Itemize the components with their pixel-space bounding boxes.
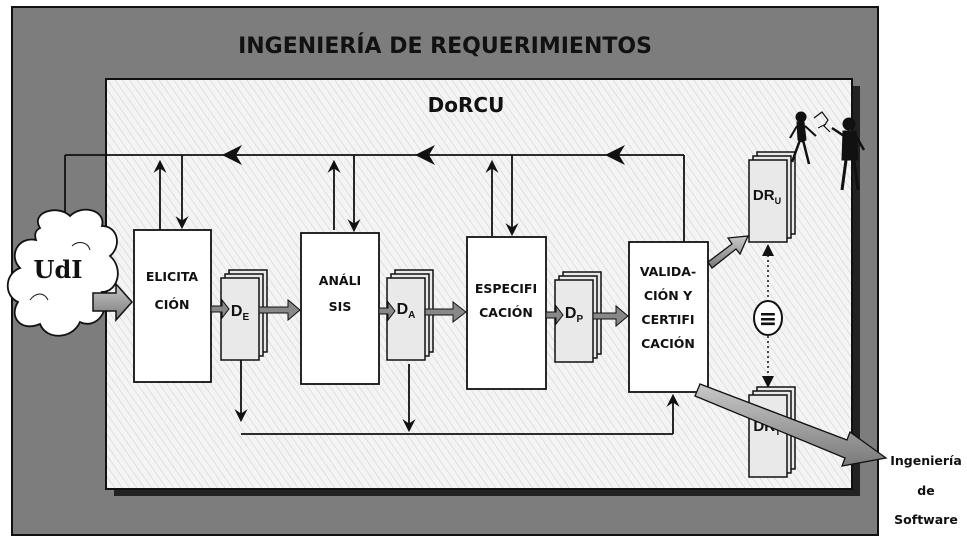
process-analisis: ANÁLI SIS	[300, 232, 380, 385]
doc-sub: T	[775, 427, 781, 437]
process-label: VALIDA-	[640, 264, 696, 279]
svg-text:DRU: DRU	[753, 187, 781, 206]
document-dru: DRU	[748, 151, 796, 243]
document-de: DE	[220, 269, 268, 361]
process-label: ESPECIFI	[475, 281, 537, 296]
output-arrow-dru	[707, 235, 750, 269]
process-label: CACIÓN	[479, 305, 533, 320]
equivalence-symbol: ≡	[759, 307, 777, 332]
doc-sub: A	[408, 310, 415, 321]
document-drt: DRT	[748, 386, 796, 478]
users-figure	[789, 111, 866, 191]
output-label-line: Ingeniería	[890, 453, 962, 468]
doc-main: D	[565, 305, 577, 322]
bottom-feedback-bus	[234, 355, 680, 435]
process-label: CIÓN	[155, 297, 190, 312]
process-label: CIÓN Y	[644, 288, 693, 303]
process-especificacion: ESPECIFI CACIÓN	[466, 236, 547, 390]
document-dp: DP	[554, 271, 602, 363]
doc-main: D	[231, 303, 243, 320]
dorcu-title: DoRCU	[428, 93, 505, 117]
svg-text:DE: DE	[231, 303, 250, 323]
doc-sub: U	[775, 196, 782, 206]
input-arrow	[92, 282, 134, 322]
svg-text:DP: DP	[565, 305, 584, 325]
process-label: ANÁLI	[319, 273, 361, 288]
process-label: ELICITA	[146, 269, 199, 284]
output-arrow-software	[694, 383, 888, 467]
doc-main: DR	[753, 187, 775, 204]
main-title: INGENIERÍA DE REQUERIMIENTOS	[238, 33, 652, 59]
doc-main: D	[397, 301, 409, 318]
doc-sub: E	[242, 312, 249, 323]
process-validacion: VALIDA- CIÓN Y CERTIFI CACIÓN	[628, 241, 709, 393]
svg-text:DA: DA	[397, 301, 416, 321]
process-label: CACIÓN	[641, 336, 695, 351]
process-bus-connectors	[153, 155, 519, 237]
process-label: CERTIFI	[641, 312, 694, 327]
doc-sub: P	[576, 314, 583, 325]
flow-arrows	[210, 298, 629, 328]
equivalence-link: ≡	[753, 244, 783, 388]
udi-label: UdI	[34, 255, 83, 284]
process-label: SIS	[329, 299, 352, 314]
udi-cloud: UdI	[6, 208, 119, 337]
bus-direction-arrows	[222, 145, 625, 165]
output-label: Ingeniería de Software	[890, 453, 962, 527]
process-elicitacion: ELICITA CIÓN	[133, 229, 212, 383]
output-label-line: Software	[894, 512, 958, 527]
output-label-line: de	[917, 483, 934, 498]
